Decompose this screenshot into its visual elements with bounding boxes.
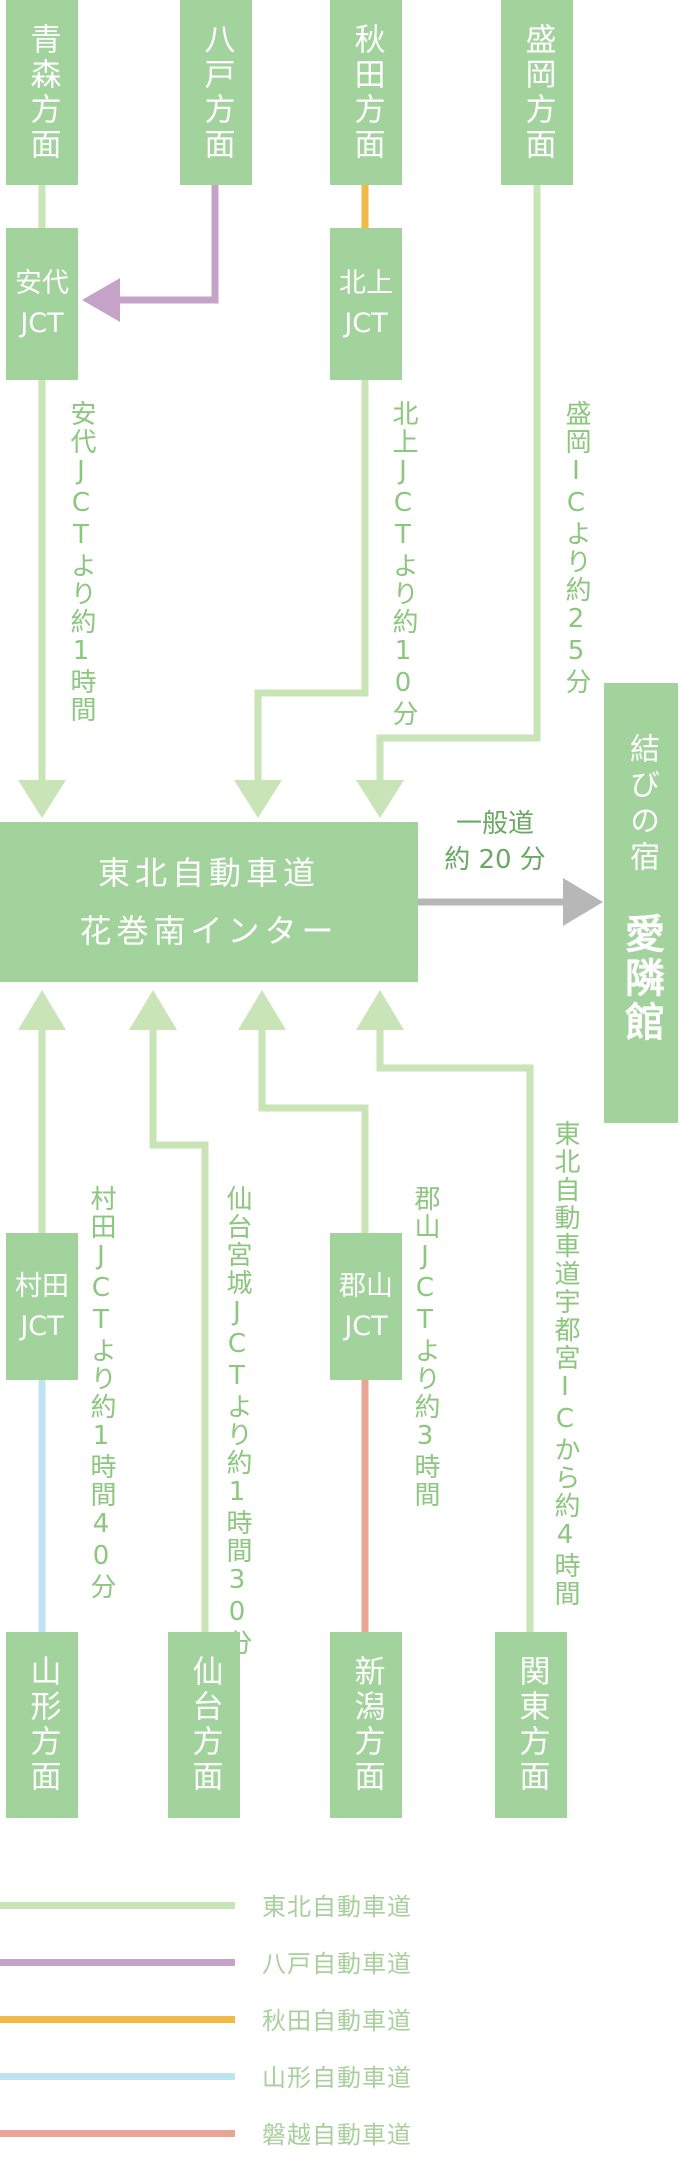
destination-niigata: 新潟方面	[330, 1632, 402, 1818]
legend-item-tohoku: 東北自動車道	[0, 1885, 680, 1925]
jct-name: 村田	[15, 1270, 69, 1302]
destination-label: 秋田方面	[348, 22, 385, 163]
route-label-ashiro: 安代JCTより約1時間	[66, 400, 96, 724]
legend-label: 山形自動車道	[262, 2064, 412, 2092]
destination-label: 山形方面	[24, 1655, 61, 1795]
jct-murata: 村田 JCT	[6, 1233, 78, 1380]
interchange-road: 東北自動車道	[97, 854, 320, 892]
legend-item-akita: 秋田自動車道	[0, 1999, 680, 2039]
legend-swatch	[0, 2073, 235, 2080]
arrow-hachinohe	[82, 278, 120, 322]
destination-hachinohe: 八戸方面	[180, 0, 252, 185]
jct-suffix: JCT	[344, 1310, 388, 1342]
line-kitakami-route	[254, 380, 369, 780]
route-label-kanto: 東北自動車道宇都宮ICから約4時間	[550, 1120, 580, 1608]
legend-label: 磐越自動車道	[262, 2121, 412, 2149]
jct-name: 郡山	[339, 1270, 393, 1302]
inn-name: 愛隣館	[618, 913, 665, 1045]
jct-suffix: JCT	[20, 1310, 64, 1342]
legend-swatch	[0, 1902, 235, 1909]
legend-label: 八戸自動車道	[262, 1950, 412, 1978]
inn-box: 結びの宿 愛隣館	[604, 683, 678, 1123]
jct-name: 安代	[15, 268, 69, 299]
legend-item-hachinohe: 八戸自動車道	[0, 1942, 680, 1982]
line-sendai-route	[149, 1030, 209, 1632]
general-road-label: 一般道 約 20 分	[440, 806, 550, 878]
legend-item-yamagata: 山形自動車道	[0, 2056, 680, 2096]
destination-morioka: 盛岡方面	[501, 0, 573, 185]
destination-yamagata: 山形方面	[6, 1632, 78, 1818]
arrow-kanto	[356, 990, 404, 1030]
destination-label: 盛岡方面	[519, 22, 556, 163]
destination-kanto: 関東方面	[495, 1632, 567, 1818]
destination-label: 関東方面	[513, 1655, 550, 1795]
destination-sendai: 仙台方面	[168, 1632, 240, 1818]
arrow-ashiro	[18, 780, 66, 818]
general-road-time: 約 20 分	[444, 845, 546, 875]
destination-label: 青森方面	[24, 22, 61, 163]
route-label-morioka: 盛岡ICより約25分	[561, 400, 591, 696]
legend-swatch	[0, 1959, 235, 1966]
arrow-sendai	[129, 990, 177, 1030]
jct-koriyama: 郡山 JCT	[330, 1233, 402, 1380]
legend-label: 東北自動車道	[262, 1893, 412, 1921]
destination-label: 八戸方面	[198, 22, 235, 163]
destination-akita: 秋田方面	[330, 0, 402, 185]
interchange-name: 花巻南インター	[79, 912, 339, 950]
line-koriyama-route	[258, 1030, 369, 1233]
destination-aomori: 青森方面	[6, 0, 78, 185]
jct-kitakami: 北上 JCT	[330, 228, 402, 380]
arrow-koriyama	[238, 990, 286, 1030]
arrow-kitakami	[234, 780, 282, 818]
route-label-koriyama: 郡山JCTより約3時間	[410, 1185, 440, 1509]
line-hachinohe	[120, 185, 219, 304]
main-interchange: 東北自動車道 花巻南インター	[0, 822, 418, 982]
legend-swatch	[0, 2130, 235, 2137]
jct-suffix: JCT	[344, 308, 388, 339]
legend-swatch	[0, 2016, 235, 2023]
destination-label: 新潟方面	[348, 1655, 385, 1795]
legend-item-banetsu: 磐越自動車道	[0, 2113, 680, 2153]
arrow-morioka	[356, 780, 404, 818]
line-kanto-route	[376, 1030, 534, 1632]
jct-ashiro: 安代 JCT	[6, 228, 78, 380]
legend-label: 秋田自動車道	[262, 2007, 412, 2035]
inn-subtitle: 結びの宿	[624, 733, 659, 877]
arrow-murata	[18, 990, 66, 1030]
route-label-murata: 村田JCTより約1時間40分	[86, 1185, 116, 1601]
jct-name: 北上	[339, 268, 393, 299]
general-road-type: 一般道	[455, 809, 534, 839]
arrow-general-road	[563, 878, 603, 926]
route-label-sendai: 仙台宮城JCTより約1時間30分	[222, 1185, 252, 1657]
jct-suffix: JCT	[20, 308, 64, 339]
destination-label: 仙台方面	[186, 1655, 223, 1795]
line-morioka-route	[376, 185, 541, 780]
route-label-kitakami: 北上JCTより約10分	[388, 400, 418, 728]
